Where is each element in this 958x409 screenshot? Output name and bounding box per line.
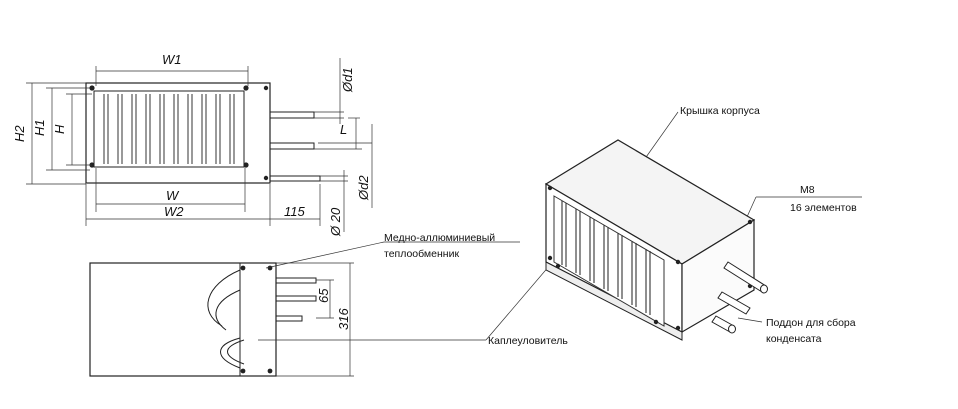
dim-h1: H1	[32, 87, 90, 171]
dim-d1: Ød1	[314, 58, 355, 124]
front-coil-fins	[103, 94, 235, 164]
callout-drain-pan-line1: Поддон для сбора	[766, 317, 856, 329]
leader-cover	[643, 111, 679, 161]
iso-coil-fins	[561, 201, 651, 315]
front-view: W1 W W2 115 H	[12, 52, 373, 237]
side-outer-frame	[89, 262, 277, 377]
callout-bolt-size: M8	[800, 184, 815, 196]
dim-w-label: W	[166, 188, 180, 203]
front-inner-frame	[93, 90, 245, 168]
dim-115: 115	[270, 184, 321, 226]
dim-l-label: L	[340, 122, 347, 137]
dim-h-label: H	[52, 124, 67, 134]
callout-heat-exchanger-line1: Медно-аллюминиевый	[384, 232, 495, 244]
dim-w: W	[95, 168, 246, 212]
dim-w1-label: W1	[162, 52, 182, 67]
leader-heat-exchanger	[265, 241, 385, 269]
dim-h2: H2	[12, 82, 86, 185]
side-curve-upper	[207, 269, 241, 327]
front-bolts	[89, 85, 269, 181]
dim-316-label: 316	[336, 308, 351, 330]
dim-h2-label: H2	[12, 125, 27, 142]
callout-bolt-count: 16 элементов	[790, 202, 857, 214]
dim-h1-label: H1	[32, 119, 47, 136]
callout-drain-pan-line2: конденсата	[766, 333, 822, 345]
iso-side-face	[681, 218, 755, 334]
dim-d20: Ø 20	[320, 170, 348, 237]
dim-h: H	[52, 93, 92, 166]
dim-w2-label: W2	[164, 204, 184, 219]
leader-drain-pan	[737, 317, 763, 323]
leader-droplet-separator-3d	[485, 257, 557, 341]
dim-l: L	[314, 117, 362, 150]
lower-pipe	[269, 142, 315, 150]
drain-pipe	[269, 175, 321, 182]
side-curve-mid	[215, 289, 241, 331]
side-bolts	[240, 265, 273, 374]
side-curve-lower	[220, 337, 241, 369]
dim-d2: Ød2	[318, 124, 373, 208]
iso-pipes	[711, 261, 768, 334]
dim-d2-label: Ød2	[356, 175, 371, 201]
side-curve-inner	[227, 339, 245, 365]
dim-65: 65	[316, 279, 334, 319]
dim-w2: W2	[85, 184, 271, 226]
callout-heat-exchanger-line2: теплообменник	[384, 248, 459, 260]
side-view: 65 316	[89, 262, 354, 377]
dim-115-label: 115	[284, 204, 305, 219]
upper-pipe	[269, 111, 315, 119]
leader-lines	[258, 111, 862, 341]
dim-65-label: 65	[316, 288, 331, 303]
front-pipes	[269, 111, 321, 182]
dim-316: 316	[276, 262, 354, 377]
side-pipes	[275, 277, 317, 322]
dim-w1: W1	[95, 52, 249, 86]
callout-droplet-separator: Каплеуловитель	[488, 335, 568, 347]
callout-housing-cover: Крышка корпуса	[680, 105, 760, 117]
dim-d1-label: Ød1	[340, 67, 355, 93]
isometric-view	[544, 139, 768, 341]
dim-d20-label: Ø 20	[328, 207, 343, 237]
